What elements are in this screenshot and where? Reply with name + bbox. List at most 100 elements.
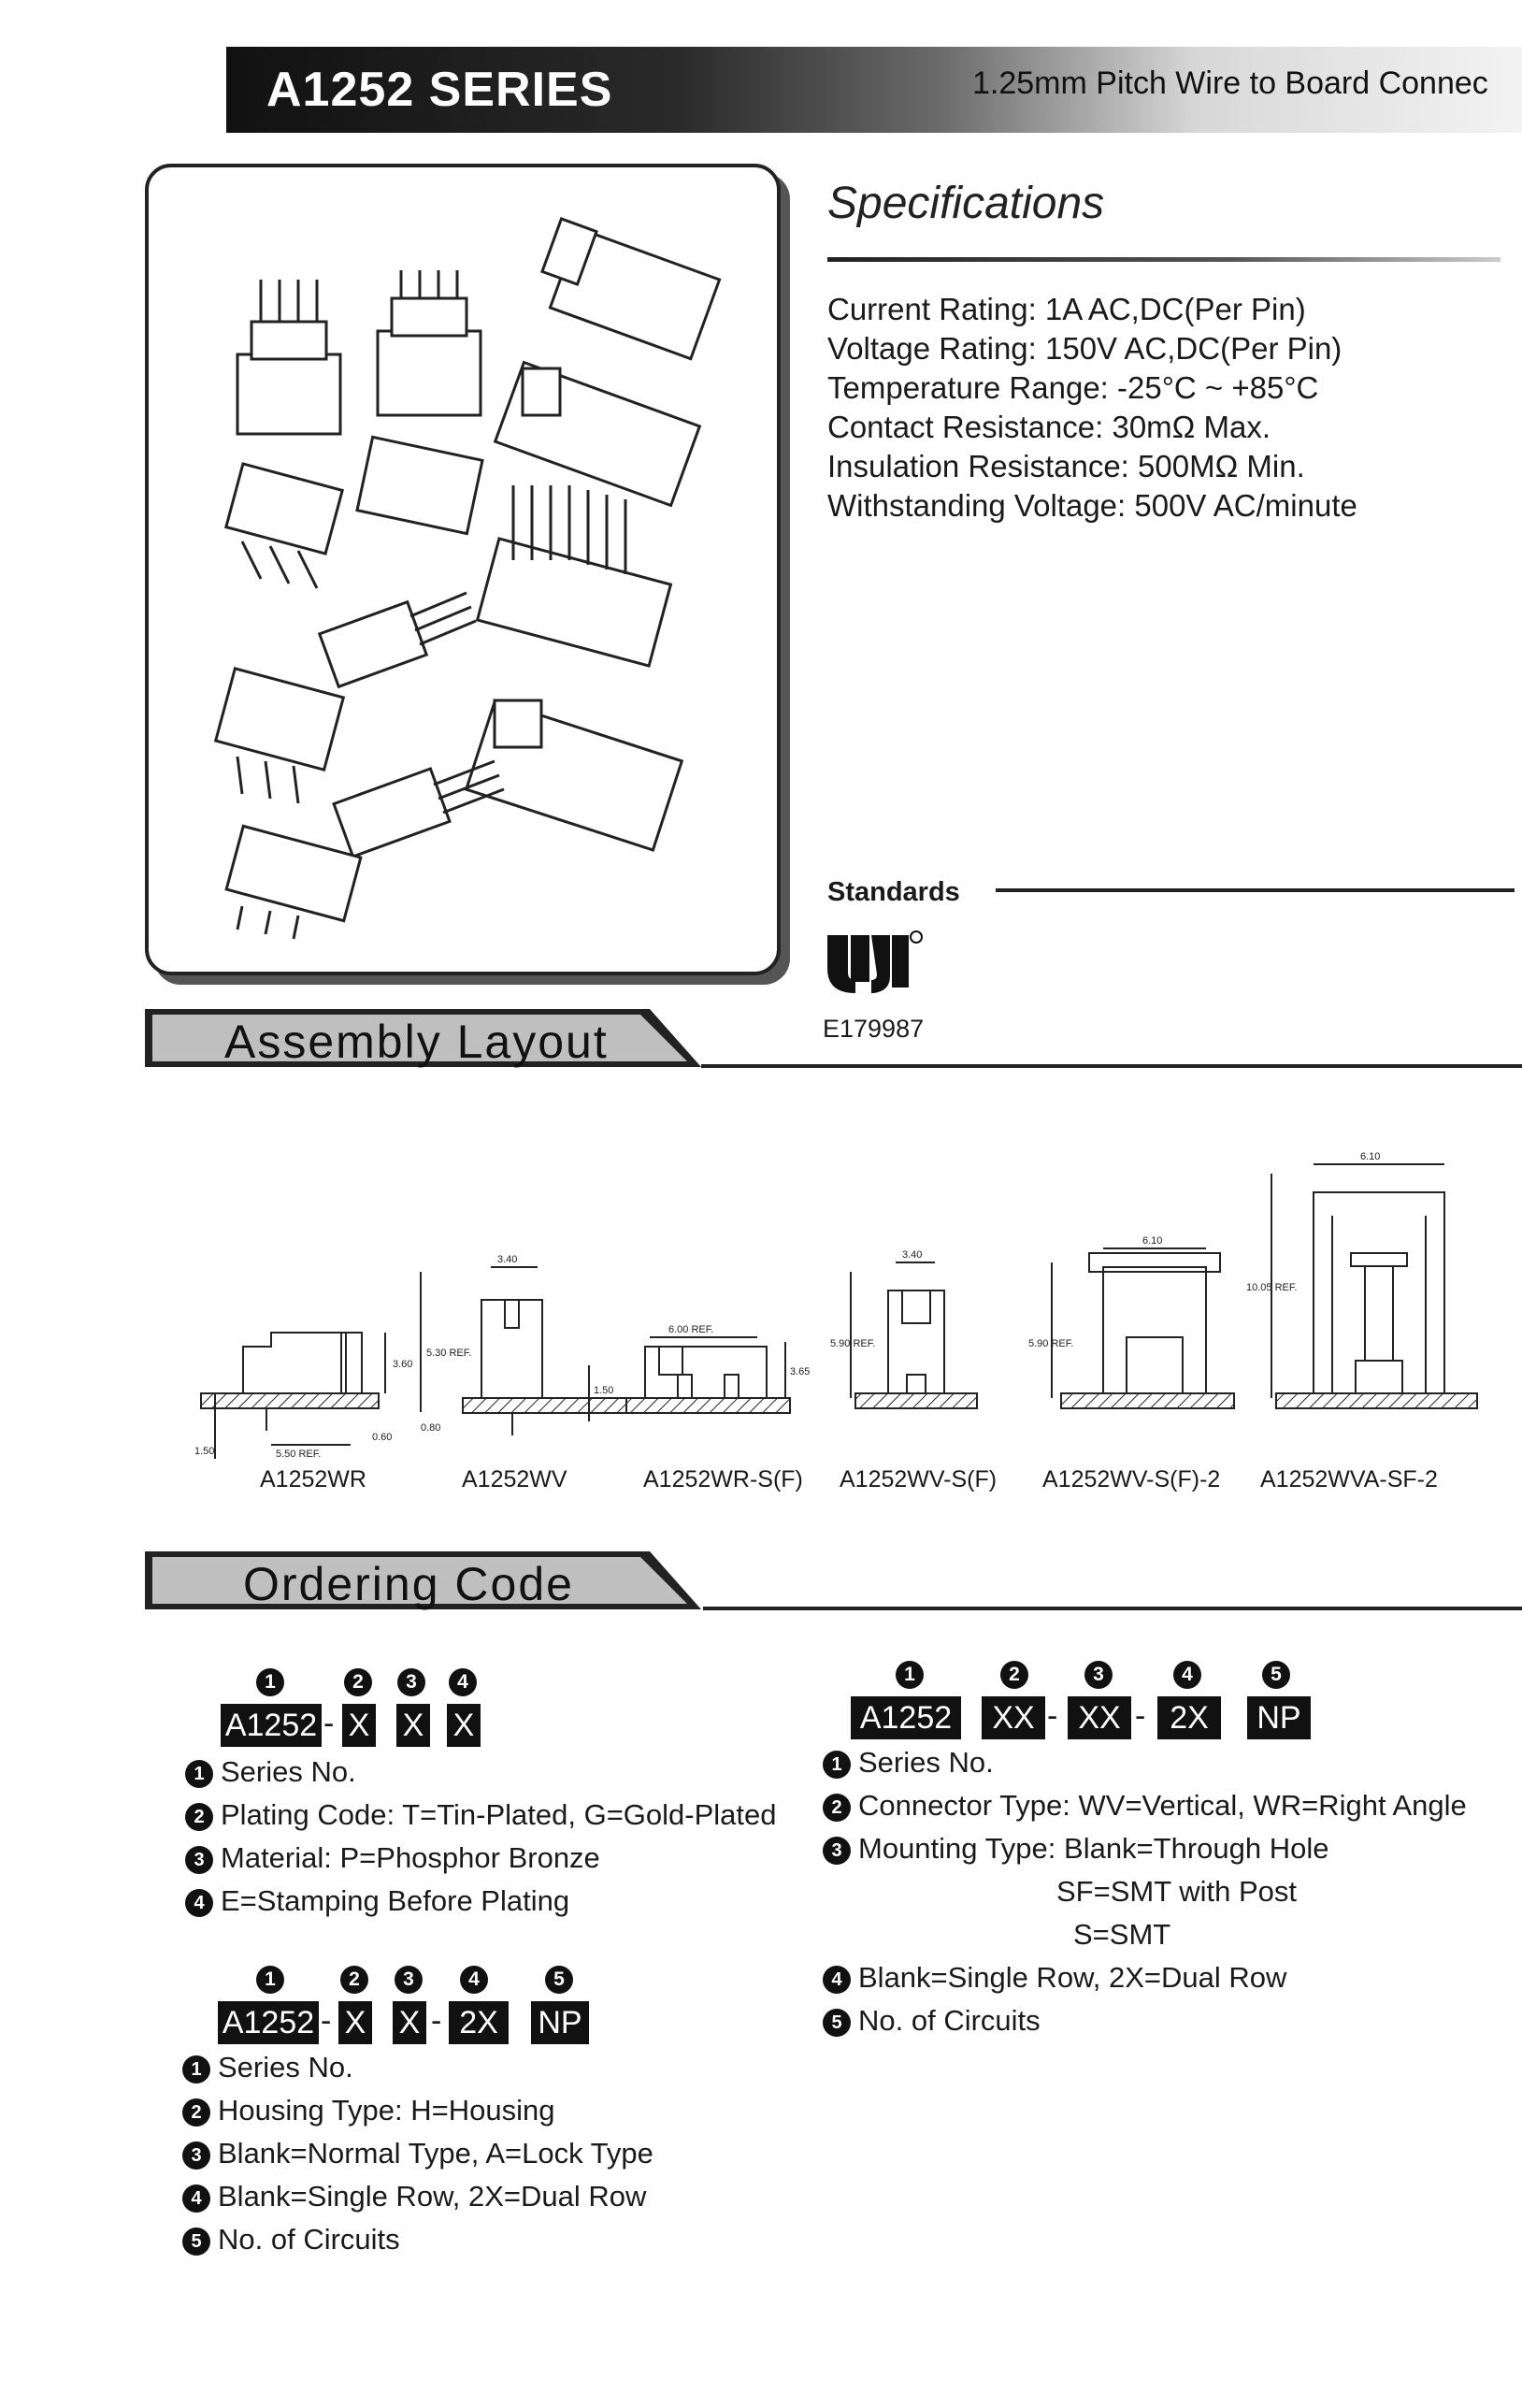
code2-circuits-box: NP — [531, 2001, 589, 2044]
dim-wvsf-height: 5.90 REF. — [830, 1338, 875, 1349]
code3-num-3: 3 — [1084, 1661, 1113, 1689]
right-angle-wafer-1 — [223, 462, 345, 589]
code1-plating-box: X — [342, 1704, 376, 1747]
code1-series-box: A1252 — [221, 1704, 322, 1747]
ordering-code-title: Ordering Code — [243, 1558, 574, 1610]
code3-legend-item: S=SMT — [1073, 1918, 1171, 1951]
code2-dash-2: - — [431, 2003, 442, 2039]
dual-row-smt-header — [493, 360, 702, 508]
specifications-title: Specifications — [827, 179, 1105, 228]
code1-dash: - — [323, 1706, 335, 1741]
assembly-layout-rule — [701, 1064, 1522, 1068]
product-photo-panel — [145, 164, 781, 975]
spec-current-rating: Current Rating: 1A AC,DC(Per Pin) — [827, 292, 1306, 326]
drawing-a1252wv-sf-2 — [1051, 1247, 1235, 1409]
ul-recognized-logo — [823, 928, 926, 995]
series-subtitle: 1.25mm Pitch Wire to Board Connec — [972, 65, 1488, 101]
code2-lock-box: X — [393, 2001, 426, 2044]
assembly-layout-banner: Assembly Layout — [145, 1005, 706, 1069]
dual-row-housing-wires — [475, 485, 673, 668]
code3-type-box: XX — [982, 1696, 1045, 1739]
ordering-code-banner: Ordering Code — [145, 1548, 706, 1611]
code3-legend-item: SF=SMT with Post — [1056, 1875, 1297, 1908]
standards-rule — [996, 888, 1515, 892]
drawing-a1252wva-sf-2 — [1271, 1163, 1478, 1409]
code1-material-box: X — [396, 1704, 430, 1747]
dim-wrsf-width: 6.00 REF. — [668, 1324, 713, 1335]
code2-num-1: 1 — [256, 1966, 284, 1994]
specifications-list: Current Rating: 1A AC,DC(Per Pin) Voltag… — [827, 290, 1357, 526]
ordering-code-rule — [703, 1607, 1522, 1610]
code3-dash-2: - — [1135, 1698, 1146, 1734]
dim-wv-width: 3.40 — [497, 1254, 517, 1265]
dim-wr-height: 3.60 — [393, 1359, 412, 1370]
housing-horizontal-1 — [317, 591, 477, 689]
assembly-drawings: 5.50 REF. 3.60 1.50 0.60 3.40 5.30 REF. … — [140, 1122, 1515, 1524]
dim-wr-offset: 1.50 — [194, 1446, 214, 1457]
code3-num-2: 2 — [1000, 1661, 1028, 1689]
code3-num-5: 5 — [1262, 1661, 1290, 1689]
code3-circuits-box: NP — [1247, 1696, 1311, 1739]
dim-wr-depth: 0.60 — [372, 1432, 392, 1443]
drawing-a1252wr-sf — [625, 1336, 791, 1414]
model-label-a1252wv-sf: A1252WV-S(F) — [840, 1466, 998, 1492]
code1-num-3: 3 — [397, 1668, 425, 1696]
housing-with-wires-2 — [376, 270, 482, 417]
connector-illustrations — [213, 217, 722, 940]
model-label-a1252wv: A1252WV — [462, 1466, 567, 1492]
model-label-a1252wv-sf-2: A1252WV-S(F)-2 — [1042, 1466, 1221, 1492]
dim-wrsf-height: 3.65 — [790, 1366, 810, 1377]
code1-num-1: 1 — [256, 1668, 284, 1696]
code3-series-box: A1252 — [851, 1696, 961, 1739]
spec-voltage-rating: Voltage Rating: 150V AC,DC(Per Pin) — [827, 331, 1343, 366]
code1-num-4: 4 — [449, 1668, 477, 1696]
model-label-a1252wr-sf: A1252WR-S(F) — [643, 1466, 803, 1492]
code2-num-2: 2 — [340, 1966, 368, 1994]
housing-with-wires-1 — [236, 280, 342, 436]
housing-horizontal-2 — [332, 759, 505, 858]
code2-row-box: 2X — [449, 2001, 509, 2044]
spec-temperature-range: Temperature Range: -25°C ~ +85°C — [827, 370, 1319, 405]
code3-num-1: 1 — [896, 1661, 924, 1689]
dim-wv-offset: 1.50 — [594, 1385, 613, 1396]
assembly-layout-title: Assembly Layout — [224, 1016, 609, 1068]
drawing-a1252wv — [420, 1266, 627, 1435]
spec-insulation-resistance: Insulation Resistance: 500MΩ Min. — [827, 449, 1305, 483]
model-label-a1252wr: A1252WR — [260, 1466, 366, 1492]
drawing-a1252wv-sf — [850, 1262, 978, 1409]
dim-wvsf2-height: 5.90 REF. — [1028, 1338, 1073, 1349]
code2-num-4: 4 — [460, 1966, 488, 1994]
spec-withstanding-voltage: Withstanding Voltage: 500V AC/minute — [827, 488, 1357, 523]
model-label-a1252wva-sf-2: A1252WVA-SF-2 — [1260, 1466, 1438, 1492]
dim-wvasf2-height: 10.05 REF. — [1246, 1282, 1297, 1293]
code2-housing-box: X — [338, 2001, 372, 2044]
dim-wv-height: 5.30 REF. — [426, 1348, 471, 1359]
right-angle-wafer-2 — [213, 666, 346, 804]
dual-row-header-top — [540, 217, 722, 361]
specifications-rule — [827, 257, 1500, 262]
drawing-a1252wr — [200, 1332, 386, 1459]
header-bar — [226, 47, 1522, 133]
code2-num-3: 3 — [395, 1966, 423, 1994]
code3-dash-1: - — [1047, 1698, 1058, 1734]
dim-wvsf-width: 3.40 — [902, 1249, 922, 1261]
dim-wv-depth: 0.80 — [421, 1422, 440, 1434]
dim-wr-width: 5.50 REF. — [276, 1449, 321, 1460]
spec-contact-resistance: Contact Resistance: 30mΩ Max. — [827, 410, 1271, 444]
code3-row-box: 2X — [1157, 1696, 1221, 1739]
code1-stamping-box: X — [447, 1704, 481, 1747]
